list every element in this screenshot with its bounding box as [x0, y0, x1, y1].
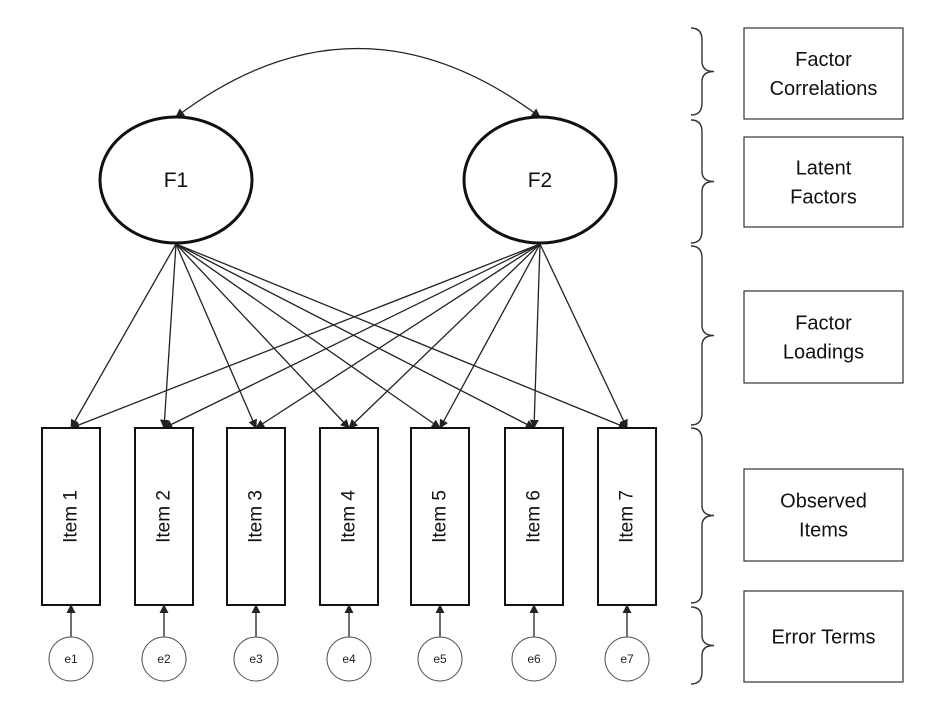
error-label: e4: [342, 652, 356, 666]
error-circle: [141, 636, 187, 682]
error-term-5: e5: [417, 604, 463, 682]
error-circle: [604, 636, 650, 682]
legend-brace: [690, 119, 715, 244]
legend-label-line: Observed: [780, 491, 867, 513]
latent-factor-label: F2: [528, 169, 553, 192]
observed-item-label: Item 1: [61, 490, 82, 543]
error-circle: [48, 636, 94, 682]
factor-loadings-group: [70, 243, 628, 430]
error-term-4: e4: [326, 604, 372, 682]
legend-label-line: Factors: [790, 187, 857, 209]
loading-arrow-f2-item5: [439, 243, 541, 429]
loading-arrow-f2-item7: [539, 243, 628, 429]
error-term-1: e1: [48, 604, 94, 682]
observed-item-5: Item 5: [410, 427, 470, 606]
error-label: e3: [249, 652, 263, 666]
observed-item-7: Item 7: [597, 427, 657, 606]
legend-label-line: Loadings: [783, 342, 864, 364]
observed-item-label: Item 2: [154, 490, 175, 543]
latent-factor-1: F1: [98, 115, 254, 245]
loading-arrow-f1-item2: [159, 243, 177, 429]
error-term-2: e2: [141, 604, 187, 682]
legend-box: [743, 468, 904, 562]
legend-label-line: Factor: [795, 49, 852, 71]
legend-box: [743, 136, 904, 228]
latent-factors-group: F1 F2: [98, 115, 618, 245]
observed-item-3: Item 3: [226, 427, 286, 606]
observed-item-label: Item 7: [617, 490, 638, 543]
legend-label-line: Latent: [796, 158, 852, 180]
error-circle: [326, 636, 372, 682]
observed-item-label: Item 3: [246, 490, 267, 543]
latent-factor-label: F1: [164, 169, 189, 192]
observed-item-2: Item 2: [134, 427, 194, 606]
observed-item-1: Item 1: [41, 427, 101, 606]
loading-arrow-f1-item4: [175, 243, 350, 429]
error-label: e1: [64, 652, 78, 666]
error-label: e5: [433, 652, 447, 666]
loading-arrow-f2-item6: [529, 243, 541, 429]
observed-items-group: Item 1 Item 2 Item 3 Item 4 Item 5 Item 6 Item…: [41, 427, 657, 606]
observed-item-6: Item 6: [504, 427, 564, 606]
error-terms-group: e1 e2 e3 e4 e5 e6 e7: [48, 604, 650, 682]
legend-box: [743, 290, 904, 384]
legend-entry-5: Error Terms: [690, 590, 904, 685]
latent-factor-ellipse: [98, 115, 254, 245]
legend-box: [743, 590, 904, 683]
loading-arrow-f1-item5: [175, 243, 441, 429]
observed-item-box: [504, 427, 564, 606]
error-term-7: e7: [604, 604, 650, 682]
observed-item-label: Item 6: [524, 490, 545, 543]
legend-label-line: Correlations: [770, 78, 878, 100]
error-label: e2: [157, 652, 171, 666]
legend-label-line: Error Terms: [771, 627, 875, 649]
latent-factor-2: F2: [462, 115, 618, 245]
legend-brace: [690, 427, 715, 604]
observed-item-box: [41, 427, 101, 606]
error-label: e6: [527, 652, 541, 666]
observed-item-label: Item 5: [430, 490, 451, 543]
error-term-6: e6: [511, 604, 557, 682]
loading-arrow-f2-item2: [163, 243, 541, 429]
legend-label-line: Factor: [795, 313, 852, 335]
observed-item-4: Item 4: [319, 427, 379, 606]
legend-brace: [690, 606, 715, 685]
legend-group: FactorCorrelationsLatentFactorsFactorLoa…: [690, 27, 904, 685]
legend-brace: [690, 245, 715, 426]
loading-arrow-f2-item3: [255, 243, 541, 429]
error-circle: [511, 636, 557, 682]
loading-arrow-f1-item3: [175, 243, 257, 429]
observed-item-label: Item 4: [339, 490, 360, 543]
legend-label-line: Items: [799, 520, 848, 542]
loading-arrow-f1-item6: [175, 243, 535, 429]
factor-correlation-arrow: [175, 48, 541, 118]
legend-brace: [690, 27, 715, 116]
legend-box: [743, 27, 904, 120]
loading-arrow-f1-item1: [70, 243, 177, 429]
loading-arrow-f1-item7: [175, 243, 628, 430]
latent-factor-ellipse: [462, 115, 618, 245]
error-circle: [233, 636, 279, 682]
loading-arrow-f2-item4: [348, 243, 541, 429]
error-term-3: e3: [233, 604, 279, 682]
loading-arrow-f2-item1: [70, 243, 541, 430]
observed-item-box: [597, 427, 657, 606]
error-circle: [417, 636, 463, 682]
error-label: e7: [620, 652, 634, 666]
